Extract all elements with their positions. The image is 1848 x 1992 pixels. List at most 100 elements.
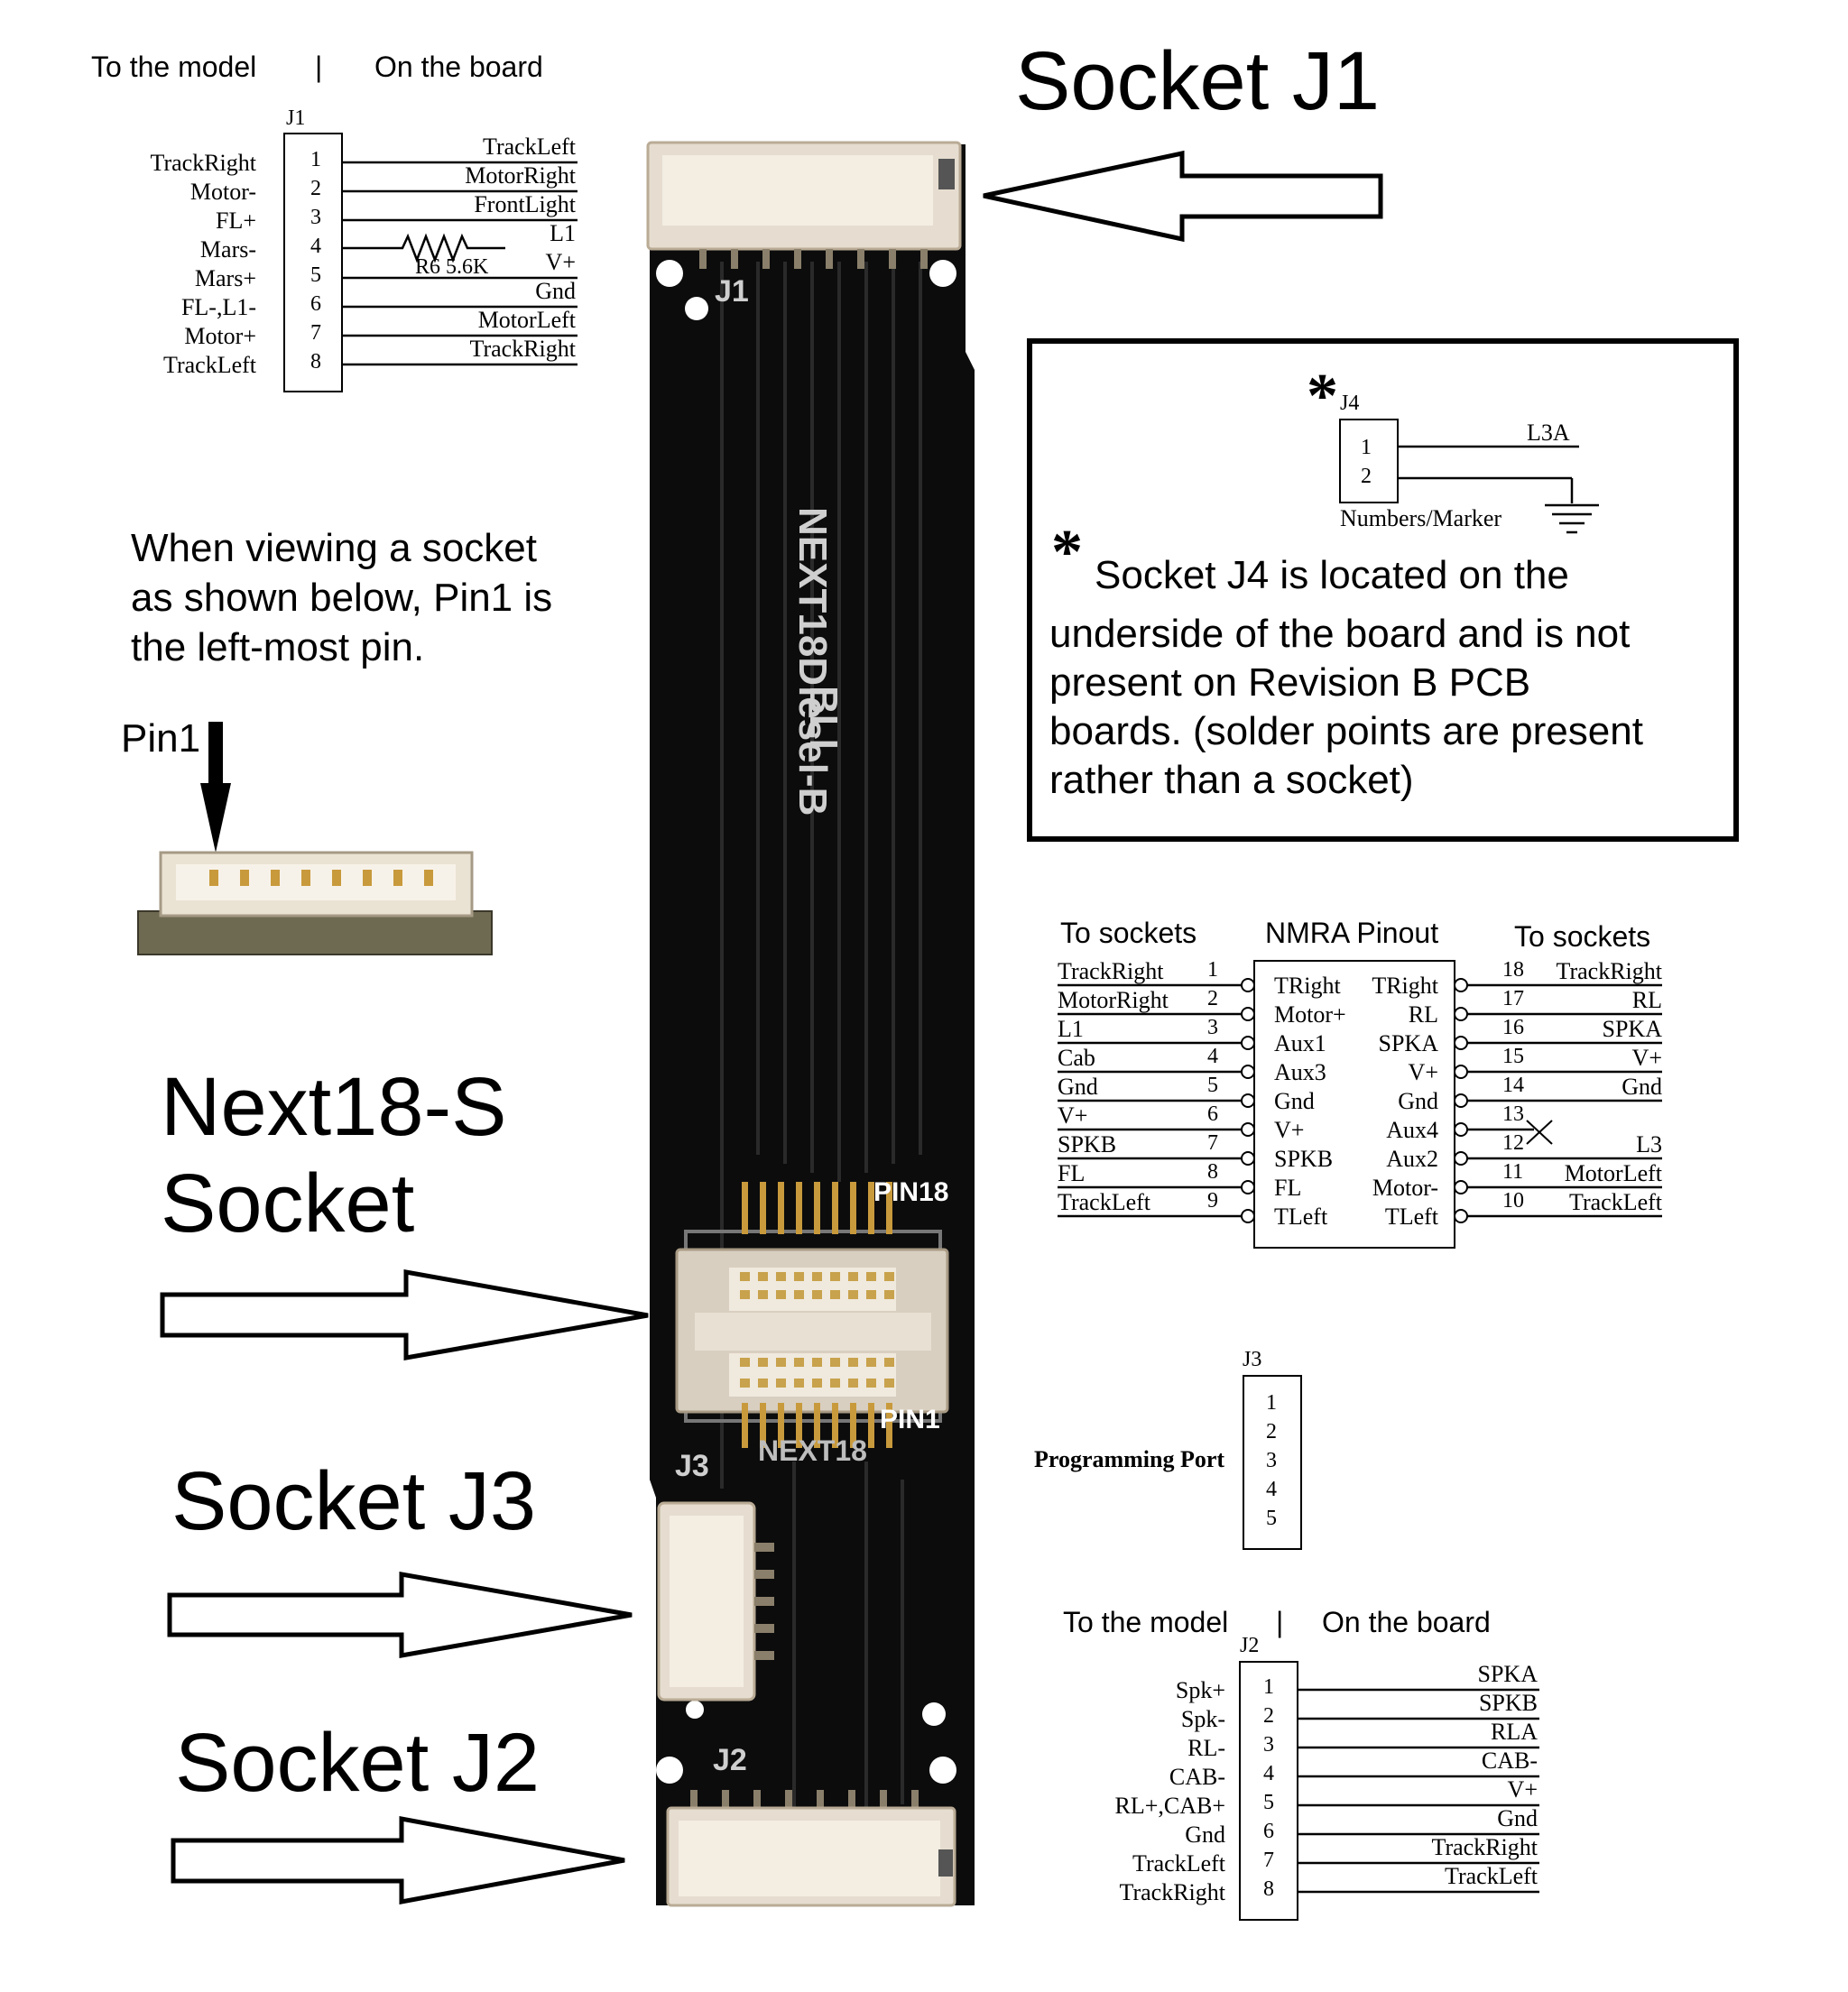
nmra-chip-right-label: Gnd — [1398, 1088, 1438, 1114]
nmra-right-socket-label: Gnd — [1622, 1074, 1662, 1100]
j4-note-frame — [1027, 338, 1739, 842]
next18-pin — [760, 1182, 766, 1234]
arrow-j1 — [983, 150, 1383, 243]
next18-pin — [742, 1403, 748, 1448]
j2-pin-number: 5 — [1263, 1791, 1274, 1814]
j3-pin-number: 4 — [1266, 1478, 1277, 1501]
nmra-schematic — [1058, 960, 1662, 1249]
j1-board-label: TrackLeft — [482, 134, 576, 160]
j2-model-label: CAB- — [1169, 1764, 1225, 1790]
j2-header-box — [1239, 1661, 1298, 1921]
socket-j3-title: Socket J3 — [171, 1455, 536, 1547]
nmra-pin-circle — [1241, 1209, 1255, 1223]
nmra-left-pin-number: 3 — [1207, 1016, 1218, 1039]
j2-header-on-board: On the board — [1322, 1606, 1491, 1638]
nmra-chip-left-label: Motor+ — [1274, 1001, 1346, 1028]
arrow-j2 — [171, 1815, 625, 1905]
j1-pin-number: 5 — [310, 263, 321, 287]
j1-board-label: MotorRight — [465, 162, 576, 189]
next18-pad — [884, 1358, 894, 1367]
socket-pin — [301, 870, 310, 886]
pcb-mount-hole — [929, 260, 956, 287]
next18-pad — [794, 1379, 804, 1388]
nmra-pin-circle — [1454, 1093, 1468, 1108]
nmra-title: NMRA Pinout — [1265, 917, 1439, 949]
nmra-right-pin-number: 11 — [1502, 1160, 1524, 1184]
nmra-right-pin-number: 17 — [1502, 987, 1524, 1010]
j2-board-label: Gnd — [1497, 1805, 1538, 1831]
j2-board-label: TrackLeft — [1444, 1863, 1538, 1889]
j2-model-label: TrackLeft — [1132, 1850, 1225, 1877]
nmra-pin-circle — [1241, 1093, 1255, 1108]
nmra-pin-circle — [1241, 1007, 1255, 1021]
nmra-left-socket-label: TrackRight — [1058, 958, 1164, 984]
j2-pin-number: 3 — [1263, 1733, 1274, 1757]
nmra-pin-circle — [1454, 1209, 1468, 1223]
nmra-chip-left-label: V+ — [1274, 1117, 1305, 1143]
j2-board-label: RLA — [1491, 1719, 1538, 1745]
nmra-left-pin-number: 1 — [1207, 958, 1218, 982]
nmra-right-socket-label: L3 — [1636, 1131, 1662, 1157]
j1-board-label: Gnd — [535, 278, 576, 304]
next18-pad — [884, 1379, 894, 1388]
next18-pad — [812, 1358, 822, 1367]
j1-resistor-symbol — [379, 233, 505, 263]
arrow-pin1-down — [200, 722, 231, 853]
nmra-right-socket-label: TrackRight — [1556, 958, 1663, 984]
nmra-right-socket-label: RL — [1631, 987, 1662, 1013]
j4-l3a-label: L3A — [1527, 420, 1570, 446]
nmra-left-pin-number: 6 — [1207, 1102, 1218, 1126]
nmra-chip-left-label: TRight — [1274, 973, 1341, 999]
j1-pin-number: 2 — [310, 177, 321, 200]
j2-pin-number: 7 — [1263, 1849, 1274, 1872]
j2-schematic — [1239, 1661, 1539, 1921]
next18-pin — [868, 1403, 874, 1448]
pcb-mount-hole — [922, 1702, 946, 1726]
nmra-left-pin-number: 7 — [1207, 1131, 1218, 1155]
next18-pin — [814, 1403, 820, 1448]
j3-ref-label: J3 — [1243, 1348, 1262, 1371]
pin1-socket-illustration — [137, 851, 493, 955]
next18-pad — [794, 1272, 804, 1281]
nmra-pin-circle — [1454, 1007, 1468, 1021]
next18-pad — [758, 1358, 768, 1367]
pcb-mount-hole — [656, 1757, 683, 1784]
j3-pin-number: 1 — [1266, 1391, 1277, 1415]
nmra-left-socket-label: V+ — [1058, 1102, 1088, 1129]
next18-title-line1: Next18-S — [161, 1061, 507, 1153]
pcb-j2-connector — [666, 1790, 956, 1907]
nmra-right-pin-number: 12 — [1502, 1131, 1524, 1155]
pcb-pin1-label: PIN1 — [880, 1405, 940, 1434]
nmra-right-socket-label: SPKA — [1602, 1016, 1662, 1042]
next18-pad — [758, 1379, 768, 1388]
nmra-left-header: To sockets — [1060, 917, 1197, 949]
ground-icon — [1545, 503, 1599, 534]
next18-pad — [848, 1358, 858, 1367]
next18-pin — [814, 1182, 820, 1234]
nmra-pin-circle — [1454, 1122, 1468, 1137]
pcb-board — [646, 141, 975, 1907]
nmra-chip-left-label: Aux1 — [1274, 1030, 1326, 1056]
next18-pad — [830, 1379, 840, 1388]
j2-model-label: Gnd — [1185, 1821, 1225, 1848]
nmra-left-socket-label: Gnd — [1058, 1074, 1098, 1100]
nmra-right-socket-label: TrackLeft — [1568, 1189, 1662, 1215]
no-connect-x-icon — [1526, 1120, 1553, 1145]
j1-board-label: L1 — [550, 220, 576, 246]
j1-model-label: Mars- — [199, 236, 256, 263]
j4-asterisk: * — [1307, 362, 1338, 431]
j2-ref-label: J2 — [1240, 1634, 1260, 1657]
pcb-silk-model: NEXT18Diesel-B — [790, 507, 835, 816]
j3-pin-number: 5 — [1266, 1507, 1277, 1530]
next18-pin — [868, 1182, 874, 1234]
nmra-right-socket-label: MotorLeft — [1564, 1160, 1662, 1186]
j4-pin-2: 2 — [1361, 465, 1372, 488]
nmra-pin-circle — [1241, 1180, 1255, 1194]
next18-pad — [740, 1379, 750, 1388]
j1-header-to-model: To the model — [91, 51, 257, 83]
nmra-pin-circle — [1241, 1065, 1255, 1079]
j4-pin-1: 1 — [1361, 436, 1372, 459]
j1-header-box — [283, 133, 343, 392]
nmra-left-socket-label: SPKB — [1058, 1131, 1117, 1157]
